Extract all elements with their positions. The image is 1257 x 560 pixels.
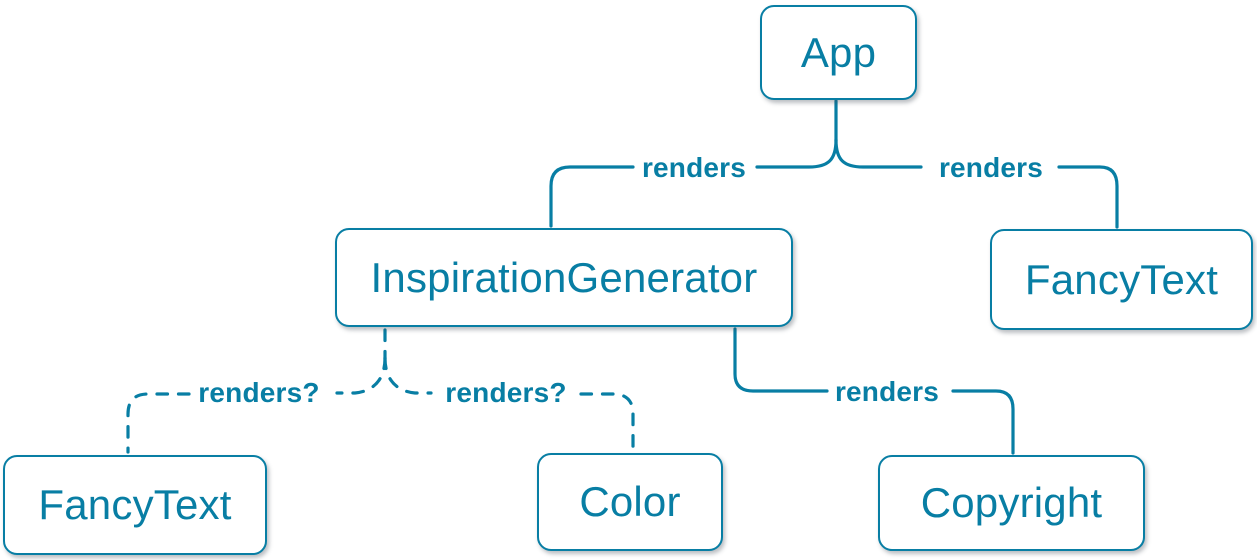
dashed-edges (126, 328, 635, 454)
node-fancy-text-bottom: FancyText (3, 455, 267, 555)
node-copyright: Copyright (878, 455, 1145, 551)
node-inspiration-generator: InspirationGenerator (335, 228, 793, 327)
solid-edges (549, 99, 1119, 455)
edge-inspirationgenerator-to-copyright-2 (951, 389, 1015, 455)
edge-ig-to-color (383, 356, 433, 395)
node-color-label: Color (579, 478, 681, 525)
node-app: App (760, 5, 917, 100)
edge-app-to-inspirationgenerator-2 (549, 165, 635, 228)
edge-ig-to-color-2 (579, 392, 635, 452)
node-fancy-text-bottom-label: FancyText (38, 481, 232, 528)
node-copyright-label: Copyright (920, 479, 1103, 526)
edge-label-renders-maybe-fancytext: renders? (198, 377, 320, 408)
node-fancy-text-top-label: FancyText (1024, 255, 1219, 303)
edge-app-to-inspirationgenerator (755, 138, 838, 169)
edge-ig-to-fancytext-2 (126, 392, 191, 454)
edge-ig-to-fancytext (335, 356, 387, 395)
edge-inspirationgenerator-to-copyright (733, 327, 829, 393)
edge-label-renders-app-inspirationgenerator: renders (641, 152, 747, 183)
node-app-label: App (800, 28, 877, 76)
edge-label-renders-copyright: renders (834, 376, 940, 407)
edge-label-renders-app-fancytext: renders (938, 152, 1044, 183)
edge-app-to-fancytext-2 (1057, 165, 1119, 229)
node-fancy-text-top: FancyText (990, 229, 1253, 330)
edge-app-to-fancytext (834, 138, 923, 169)
node-inspiration-generator-label: InspirationGenerator (370, 253, 758, 301)
edge-label-renders-maybe-color: renders? (445, 377, 567, 408)
node-color: Color (537, 453, 723, 551)
